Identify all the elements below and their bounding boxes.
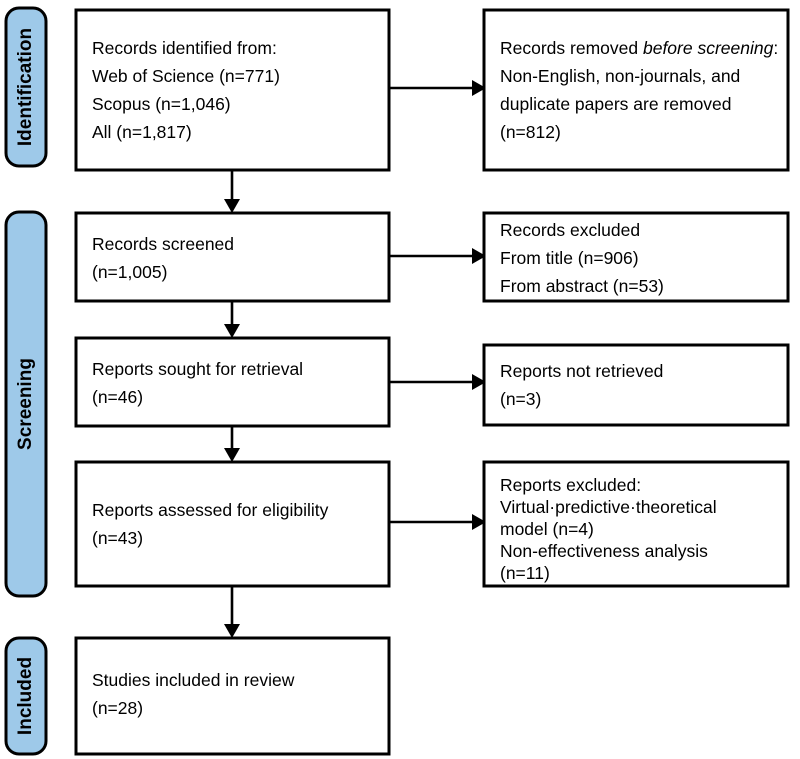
stage-band-included-label: Included [15, 657, 36, 735]
connector-assessed-to-excluded [389, 514, 486, 530]
box-reports-assessed: Reports assessed for eligibility (n=43) [74, 460, 391, 588]
box-reports-sought: Reports sought for retrieval (n=46) [74, 336, 391, 428]
box-records-excluded: Records excluded From title (n=906) From… [482, 211, 790, 303]
box-records-identified-line-4: All (n=1,817) [92, 122, 192, 142]
box-records-removed-line-3: duplicate papers are removed [500, 94, 732, 114]
box-reports-not-retrieved: Reports not retrieved (n=3) [482, 343, 790, 427]
connector-screened-to-sought [224, 301, 240, 338]
box-reports-excluded-line-3: model (n=4) [500, 519, 594, 539]
arrow-head-icon [224, 448, 240, 462]
box-reports-sought-shape [74, 336, 391, 428]
box-records-screened-line-2: (n=1,005) [92, 262, 167, 282]
box-records-identified-line-3: Scopus (n=1,046) [92, 94, 231, 114]
box-reports-excluded-line-4: Non-effectiveness analysis [500, 541, 708, 561]
arrow-head-icon [472, 248, 486, 264]
box-studies-included-shape [74, 636, 391, 756]
box-records-identified-shape [74, 8, 391, 172]
stage-band-screening-label: Screening [15, 358, 36, 450]
box-records-identified: Records identified from: Web of Science … [74, 8, 391, 172]
box-records-screened: Records screened (n=1,005) [74, 211, 391, 303]
box-reports-not-retrieved-line-2: (n=3) [500, 389, 541, 409]
box-reports-assessed-shape [74, 460, 391, 588]
stage-band-identification: Identification [4, 6, 48, 168]
arrow-head-icon [472, 80, 486, 96]
box-records-removed-line-4: (n=812) [500, 122, 561, 142]
box-records-excluded-line-2: From title (n=906) [500, 248, 639, 268]
box-reports-excluded-line-5: (n=11) [500, 563, 550, 583]
box-records-removed: Records removed before screening: Non-En… [482, 8, 790, 172]
stage-band-screening-shape [4, 210, 48, 598]
arrow-head-icon [472, 514, 486, 530]
box-studies-included: Studies included in review (n=28) [74, 636, 391, 756]
box-records-screened-line-1: Records screened [92, 234, 234, 254]
box-studies-included-line-1: Studies included in review [92, 670, 295, 690]
box-reports-sought-line-2: (n=46) [92, 387, 143, 407]
box-records-identified-line-2: Web of Science (n=771) [92, 66, 280, 86]
box-records-removed-shape [482, 8, 790, 172]
box-reports-excluded-line-1: Reports excluded: [500, 475, 641, 495]
box-records-removed-line-1: Records removed before screening: [500, 38, 778, 58]
box-reports-excluded-line-2: Virtual·predictive·theoretical [500, 497, 717, 517]
box-reports-excluded-shape [482, 460, 790, 588]
connector-screened-to-excluded [389, 248, 486, 264]
connector-assessed-to-included [224, 586, 240, 638]
box-reports-assessed-line-1: Reports assessed for eligibility [92, 500, 329, 520]
arrow-head-icon [224, 199, 240, 213]
connector-identified-to-screened [224, 171, 240, 213]
box-reports-sought-line-1: Reports sought for retrieval [92, 359, 303, 379]
arrow-head-icon [472, 374, 486, 390]
stage-band-identification-shape [4, 6, 48, 168]
connector-sought-to-assessed [224, 426, 240, 462]
box-records-excluded-line-1: Records excluded [500, 220, 640, 240]
stage-band-included: Included [4, 636, 48, 756]
box-studies-included-line-2: (n=28) [92, 698, 143, 718]
stage-band-included-shape [4, 636, 48, 756]
box-records-screened-shape [74, 211, 391, 303]
arrow-head-icon [224, 324, 240, 338]
box-reports-not-retrieved-shape [482, 343, 790, 427]
box-records-removed-italic-fragment: before screening [643, 38, 774, 58]
stage-band-identification-label: Identification [15, 28, 36, 146]
box-reports-excluded: Reports excluded: Virtual·predictive·the… [482, 460, 790, 588]
box-reports-not-retrieved-line-1: Reports not retrieved [500, 361, 663, 381]
connector-sought-to-not-retrieved [389, 374, 486, 390]
connector-identified-to-removed [389, 80, 486, 96]
stage-band-screening: Screening [4, 210, 48, 598]
box-reports-assessed-line-2: (n=43) [92, 528, 143, 548]
box-records-excluded-line-3: From abstract (n=53) [500, 276, 664, 296]
box-records-removed-line-1-suffix: : [773, 38, 778, 58]
box-records-removed-line-2: Non-English, non-journals, and [500, 66, 740, 86]
box-records-identified-line-1: Records identified from: [92, 38, 277, 58]
arrow-head-icon [224, 624, 240, 638]
box-records-excluded-shape [482, 211, 790, 303]
box-records-removed-line-1-prefix: Records removed [500, 38, 643, 58]
